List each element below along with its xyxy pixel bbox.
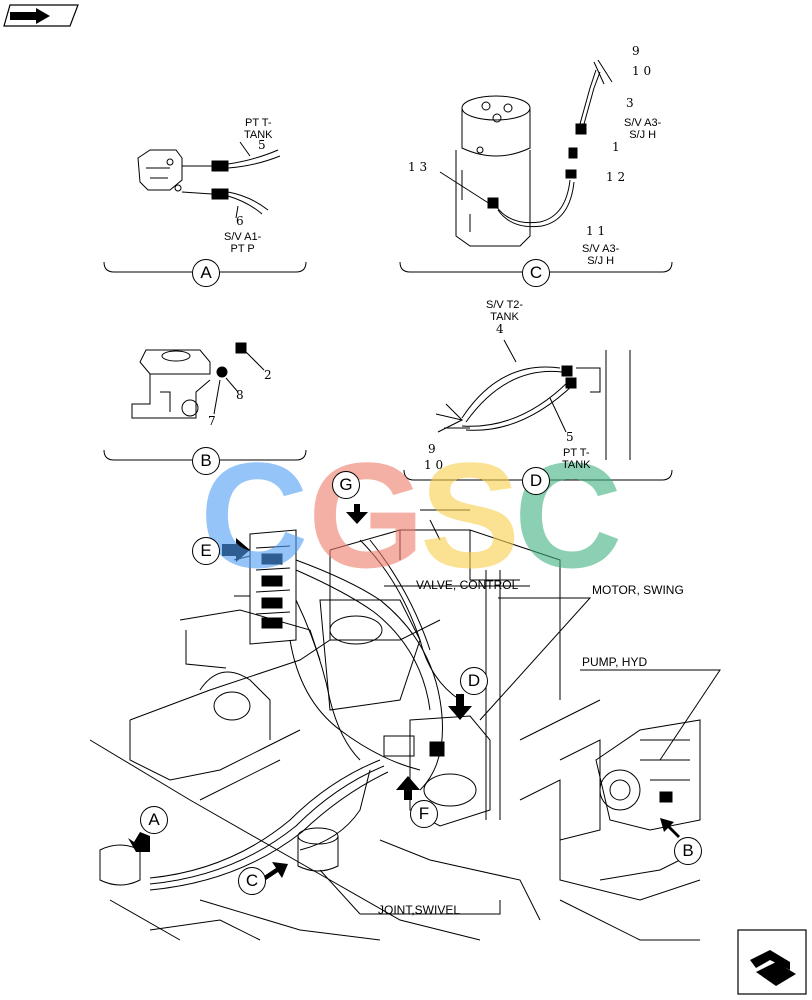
page-turn-icon-shape-2 (756, 962, 796, 986)
label-motor-swing: MOTOR, SWING (592, 583, 684, 597)
label-pump-hyd: PUMP, HYD (582, 655, 648, 669)
arrow-d (448, 694, 472, 720)
book-arrow-icon-arrow (10, 8, 50, 24)
part-number-5-a: 5 (258, 138, 266, 152)
part-number-2-b: 2 (264, 368, 272, 382)
part-number-5-d: 5 (566, 430, 574, 444)
part-number-10-c: 1 0 (632, 64, 652, 78)
detail-b-drawing (103, 342, 307, 461)
part-number-13-c: 1 3 (408, 160, 428, 174)
label-pt-t-tank-d: PT T- TANK (562, 447, 591, 471)
callout-main-e: E (192, 537, 220, 565)
label-valve-control: VALVE, CONTROL (416, 578, 519, 592)
watermark-letter-2: G (308, 431, 425, 599)
callout-main-g: G (332, 471, 360, 499)
detail-d-drawing (403, 339, 673, 481)
label-sv-a3-sjh-top: S/V A3- S/J H (624, 117, 662, 141)
part-number-6-a: 6 (236, 214, 244, 228)
callout-main-c: C (238, 867, 266, 895)
arrow-a (128, 832, 150, 852)
callout-main-b: B (674, 837, 702, 865)
label-joint-swivel: JOINT,SWIVEL (378, 903, 461, 917)
arrow-e (222, 538, 250, 562)
part-number-10-d: 1 0 (424, 458, 444, 472)
part-number-3-c: 3 (626, 96, 634, 110)
arrow-b (660, 818, 680, 838)
part-number-7-b: 7 (208, 414, 216, 428)
part-number-11-c: 1 1 (586, 224, 606, 238)
detail-a-drawing (103, 141, 307, 273)
callout-detail-a: A (192, 259, 220, 287)
callout-main-d: D (460, 667, 488, 695)
detail-c-drawing (399, 59, 673, 273)
page-turn-icon-frame (737, 929, 807, 995)
callout-detail-d: D (522, 467, 550, 495)
label-sv-a1-pt-p: S/V A1- PT P (224, 231, 262, 255)
arrow-g (346, 504, 368, 524)
part-number-12-c: 1 2 (606, 170, 626, 184)
watermark-letter-4: C (514, 431, 623, 599)
label-pt-t-tank-a: PT T- TANK (244, 117, 273, 141)
part-number-8-b: 8 (236, 388, 244, 402)
callout-detail-c: C (522, 259, 550, 287)
callout-main-f: F (410, 800, 438, 828)
label-sv-t2-tank: S/V T2- TANK (486, 299, 524, 323)
label-sv-a3-sjh-bottom: S/V A3- S/J H (582, 243, 620, 267)
part-number-9-d: 9 (428, 442, 436, 456)
arrow-c (264, 862, 288, 880)
watermark-letter-3: S (420, 431, 521, 599)
part-number-4-d: 4 (496, 322, 504, 336)
arrow-f (396, 776, 420, 800)
part-number-1-c: 1 (612, 140, 620, 154)
callout-main-a: A (140, 806, 168, 834)
part-number-9-c: 9 (632, 44, 640, 58)
callout-detail-b: B (192, 447, 220, 475)
